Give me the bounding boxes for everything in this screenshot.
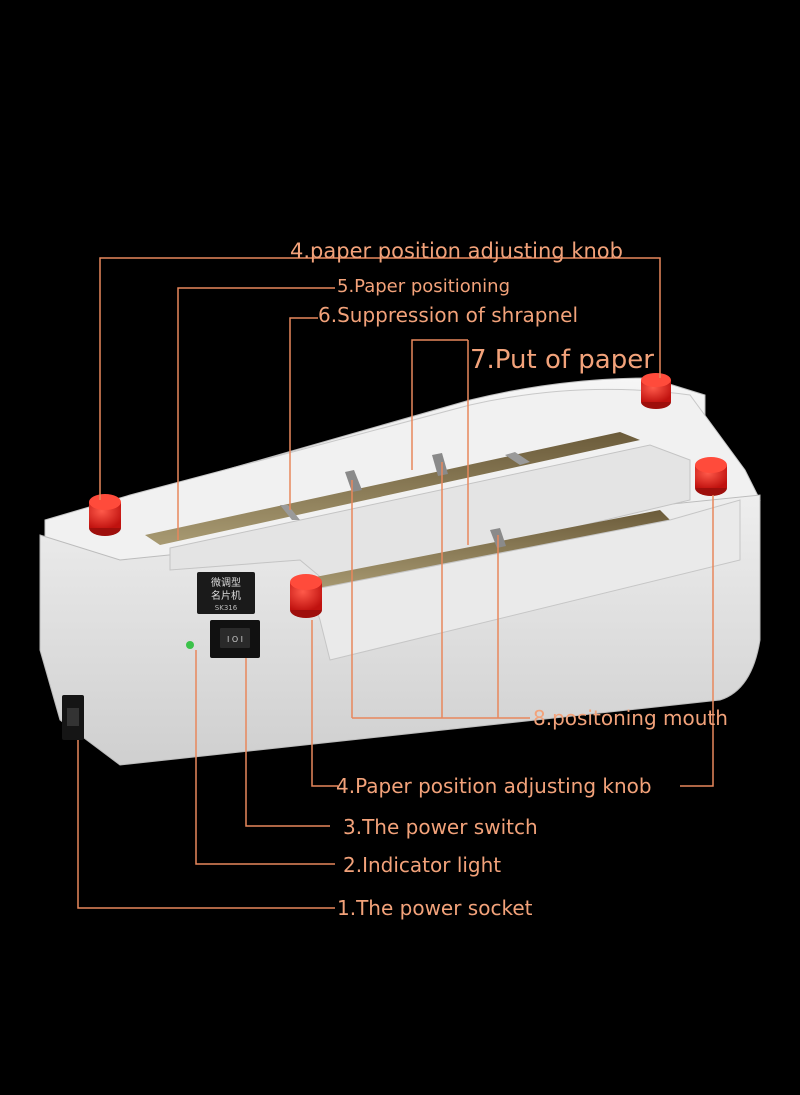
label-power-socket: 1.The power socket <box>337 896 533 920</box>
knob-front-right[interactable] <box>695 457 727 496</box>
shrapnel-clip-4 <box>505 452 530 465</box>
switch-marks: I O I <box>227 635 243 644</box>
power-socket[interactable] <box>62 695 84 740</box>
knob-back-right[interactable] <box>641 373 671 409</box>
leader-shrapnel <box>289 317 318 510</box>
paper-cutter-device: 微调型 名片机 SK316 I O I <box>39 373 761 766</box>
label-knob-bottom: 4.Paper position adjusting knob <box>336 774 652 798</box>
shrapnel-clip-2 <box>345 470 362 492</box>
model-badge: 微调型 名片机 SK316 <box>197 572 255 614</box>
knob-front-left[interactable] <box>89 494 121 536</box>
label-power-switch: 3.The power switch <box>343 815 538 839</box>
label-shrapnel: 6.Suppression of shrapnel <box>318 303 578 327</box>
leader-paper-positioning <box>177 287 335 540</box>
callout-labels: 4.paper position adjusting knob 5.Paper … <box>290 239 728 920</box>
label-paper-positioning: 5.Paper positioning <box>337 276 510 297</box>
badge-line2: 名片机 <box>211 589 241 602</box>
badge-line3: SK316 <box>215 604 238 612</box>
device-front-lip <box>309 499 741 661</box>
front-paper-slot <box>300 510 670 590</box>
label-indicator: 2.Indicator light <box>343 853 501 877</box>
leader-knob-bottom-left <box>311 620 338 787</box>
leader-lines <box>77 257 714 909</box>
indicator-light <box>186 641 194 649</box>
label-put-paper: 7.Put of paper <box>470 345 654 375</box>
shrapnel-clip-3 <box>432 453 448 476</box>
leader-put-paper-a <box>411 339 468 470</box>
leader-power-switch <box>245 658 330 827</box>
leader-indicator <box>195 650 335 865</box>
shrapnel-clip-1 <box>280 505 300 520</box>
label-knob-top: 4.paper position adjusting knob <box>290 239 623 263</box>
label-positioning-mouth: 8.positoning mouth <box>533 706 728 730</box>
knob-front-middle[interactable] <box>290 574 322 618</box>
badge-line1: 微调型 <box>211 576 241 589</box>
leader-socket <box>77 740 335 909</box>
power-switch[interactable]: I O I <box>210 620 260 658</box>
leader-knob-bottom-right <box>680 495 714 787</box>
leader-knob-top <box>99 257 661 500</box>
